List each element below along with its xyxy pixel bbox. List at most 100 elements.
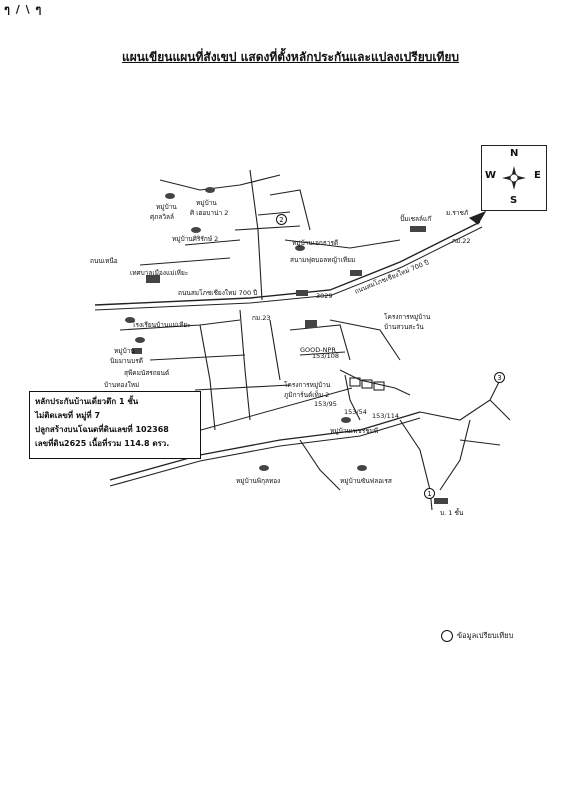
- page-title: แผนเขียนแผนที่สังเขป แสดงที่ตั้งหลักประก…: [121, 50, 460, 64]
- road-long-south-2: [109, 417, 421, 487]
- map-label: หมู่บ้าน: [114, 347, 135, 355]
- map-label: โครงการหมู่บ้าน: [384, 313, 431, 321]
- road-sw-3: [239, 309, 251, 421]
- map-label: ภูมิการ์นด์เท็ม 2: [284, 391, 330, 399]
- road-project: [339, 369, 411, 396]
- map-label: บ้านสวนสะวัน: [384, 323, 424, 331]
- road-north-1: [159, 174, 281, 191]
- road-north-2: [249, 169, 263, 301]
- road-north-6: [284, 239, 401, 249]
- road-sw-9: [299, 351, 346, 356]
- callout-line-2: ไม่ติดเลขที่ หมู่ที่ 7: [35, 411, 101, 420]
- road-north-3: [269, 189, 311, 231]
- map-label: กม.22: [452, 237, 471, 245]
- map-label: เทศบาลเมืองแม่เหียะ: [130, 269, 189, 277]
- compass-star-icon: [502, 166, 526, 190]
- comparison-marker-2: 2: [276, 214, 287, 225]
- map-label: ถนนสมโภชเชียงใหม่ 700 ปี: [178, 289, 258, 297]
- map-label: หมู่บ้านเอกธารดี: [292, 239, 339, 247]
- map-label: ศุภลวิลล์: [150, 213, 175, 221]
- map-label: หมู่บ้านศิริรักษ์ 2: [172, 235, 219, 243]
- building-icon-6: [132, 348, 142, 354]
- map-label: บ้านทองใหม่: [104, 381, 140, 389]
- compass-e: E: [534, 170, 541, 181]
- map-label: โครงการหมู่บ้าน: [284, 381, 331, 389]
- map-label: ม.ราชภั: [446, 209, 469, 217]
- road-east-2: [439, 419, 471, 491]
- plot-block-2: [361, 379, 373, 389]
- village-icon-9: [357, 465, 367, 471]
- road-east-4: [459, 439, 501, 446]
- map-label: GOOD-NPR: [300, 346, 336, 354]
- collateral-callout: หลักประกันบ้านเดี่ยวตึก 1 ชั้น ไม่ติดเลข…: [29, 391, 201, 459]
- callout-leader: [200, 387, 353, 431]
- building-icon-5: [410, 226, 426, 232]
- plot-block-1: [349, 377, 361, 387]
- road-sw-8: [329, 319, 401, 361]
- building-icon-7: [434, 498, 448, 504]
- road-south-4: [399, 419, 433, 511]
- main-highway-edge: [94, 226, 483, 311]
- comparison-marker-3: 3: [494, 372, 505, 383]
- map-label: หมู่บ้านพิกุลทอง: [236, 477, 281, 485]
- map-label: สนามฟุตบอลหญ้าเทียม: [290, 256, 356, 264]
- map-label: 153/108: [312, 352, 340, 360]
- map-label: 153/114: [372, 412, 400, 420]
- map-label: หมู่บ้าน: [196, 199, 217, 207]
- compass-rose: N S E W: [481, 145, 547, 211]
- village-icon-5: [125, 317, 135, 323]
- main-highway: [94, 221, 481, 306]
- map-label: สุพีคมนัสรถยนต์: [124, 369, 170, 377]
- map-label: บ. 1 ชั้น: [440, 509, 464, 517]
- village-icon-2: [165, 193, 175, 199]
- arrow-east: [468, 210, 487, 225]
- road-south-3: [299, 439, 341, 491]
- map-label: หมู่บ้าน: [156, 203, 177, 211]
- map-label: นิมมานบรดี: [110, 357, 143, 365]
- compass-n: N: [510, 148, 519, 159]
- compass-w: W: [485, 170, 497, 181]
- village-icon-8: [259, 465, 269, 471]
- map-label: 153/54: [344, 408, 367, 416]
- road-sw-7: [289, 324, 351, 361]
- village-icon-7: [341, 417, 351, 423]
- map-label: ศิ เฮอบาน่า 2: [190, 209, 229, 217]
- building-icon-3: [350, 270, 362, 276]
- road-north-5: [234, 225, 301, 231]
- plot-block-3: [373, 381, 385, 391]
- road-project-2: [344, 374, 361, 421]
- road-sw-4: [149, 354, 246, 361]
- map-label: หมู่บ้านซันฟลอเรส: [340, 477, 392, 485]
- village-icon-1: [205, 187, 215, 193]
- comparison-marker-1: 1: [424, 488, 435, 499]
- legend-text: ข้อมูลเปรียบเทียบ: [457, 631, 514, 640]
- map-label: 3029: [316, 292, 333, 300]
- building-icon-1: [146, 275, 160, 283]
- compass-s: S: [510, 195, 518, 206]
- road-east-3: [489, 399, 511, 421]
- road-east-1: [419, 379, 501, 421]
- building-icon-4: [305, 320, 317, 328]
- road-sw-2: [199, 324, 216, 431]
- map-label: 153/95: [314, 400, 337, 408]
- map-label: ปั๊มเชลล์แก๊: [400, 215, 432, 223]
- comparison-circle-icon: [441, 630, 453, 642]
- corner-scan-mark: ๆ / \ ๆ: [4, 3, 43, 16]
- village-icon-4: [295, 245, 305, 251]
- village-icon-6: [135, 337, 145, 343]
- callout-line-1: หลักประกันบ้านเดี่ยวตึก 1 ชั้น: [35, 397, 139, 406]
- map-label: หมู่บ้านเพชรชมพี: [330, 427, 379, 435]
- map-label: ถนนเหนือ: [90, 257, 118, 265]
- road-north-4: [257, 211, 291, 216]
- map-label: โรงเรียนบ้านแม่เหียะ: [132, 321, 191, 329]
- road-sw-6: [269, 319, 281, 381]
- road-north-8: [139, 257, 231, 266]
- road-sw-5: [194, 384, 291, 391]
- road-long-south: [109, 411, 421, 481]
- road-north-7: [184, 239, 241, 246]
- map-label: กม.23: [252, 314, 271, 322]
- legend: ข้อมูลเปรียบเทียบ: [441, 630, 513, 642]
- callout-line-3: ปลูกสร้างบนโฉนดที่ดินเลขที่ 102368: [35, 425, 169, 434]
- building-icon-2: [296, 290, 308, 296]
